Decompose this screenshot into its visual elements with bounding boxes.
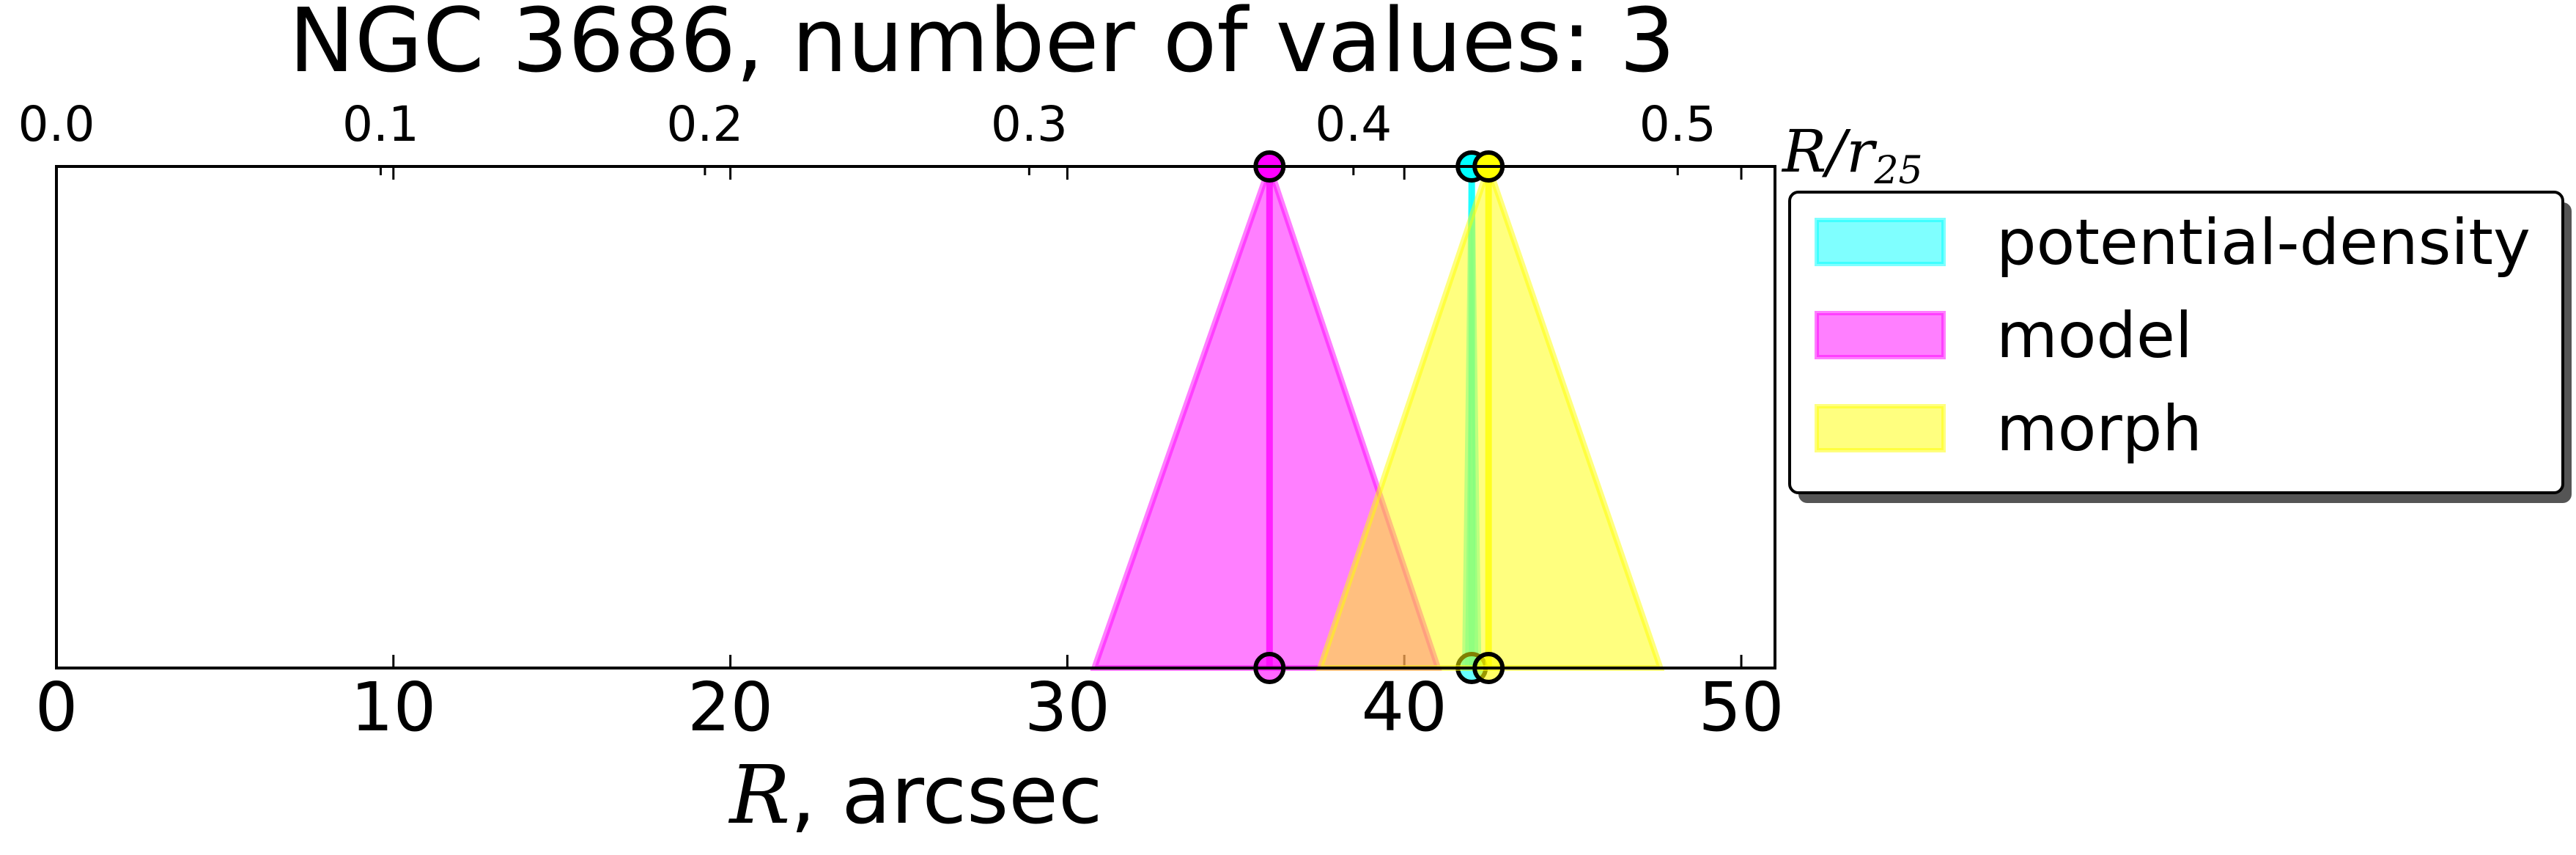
series-morph	[1315, 150, 1665, 684]
bottom-tick-label: 40	[1362, 668, 1447, 746]
legend-swatch	[1815, 311, 1946, 359]
bottom-tick-label: 0	[35, 668, 78, 746]
bottom-tick-label: 10	[350, 668, 436, 746]
top-tick-label: 0.3	[991, 96, 1068, 153]
top-axis-ticks: 0.0 0.1 0.2 0.3 0.4 0.5	[18, 96, 1716, 175]
legend-label: potential-density	[1996, 206, 2531, 279]
plot-frame	[55, 165, 1776, 669]
top-tick-label: 0.1	[342, 96, 419, 153]
legend-label: model	[1996, 299, 2193, 373]
x-axis-label: R, arcsec	[728, 748, 1103, 842]
chart-title: NGC 3686, number of values: 3	[289, 0, 1675, 92]
top-tick-label: 0.5	[1639, 96, 1716, 153]
top-axis-label: R/r25	[1781, 117, 1923, 193]
bottom-tick-label: 50	[1698, 668, 1784, 746]
bottom-tick-label: 30	[1025, 668, 1110, 746]
bottom-tick-label: 20	[687, 668, 773, 746]
legend-box	[1788, 191, 2564, 494]
bottom-axis-ticks: 0 10 20 30 40 50	[35, 166, 1785, 746]
legend-entries: potential-density model morph	[1815, 206, 2531, 466]
top-tick-label: 0.2	[666, 96, 743, 153]
plot-area	[1090, 150, 1665, 684]
legend: potential-density model morph	[1788, 191, 2572, 503]
legend-label: morph	[1996, 392, 2202, 466]
legend-swatch	[1815, 404, 1946, 452]
legend-swatch	[1815, 218, 1946, 266]
top-tick-label: 0.0	[18, 96, 95, 153]
top-tick-label: 0.4	[1315, 96, 1392, 153]
